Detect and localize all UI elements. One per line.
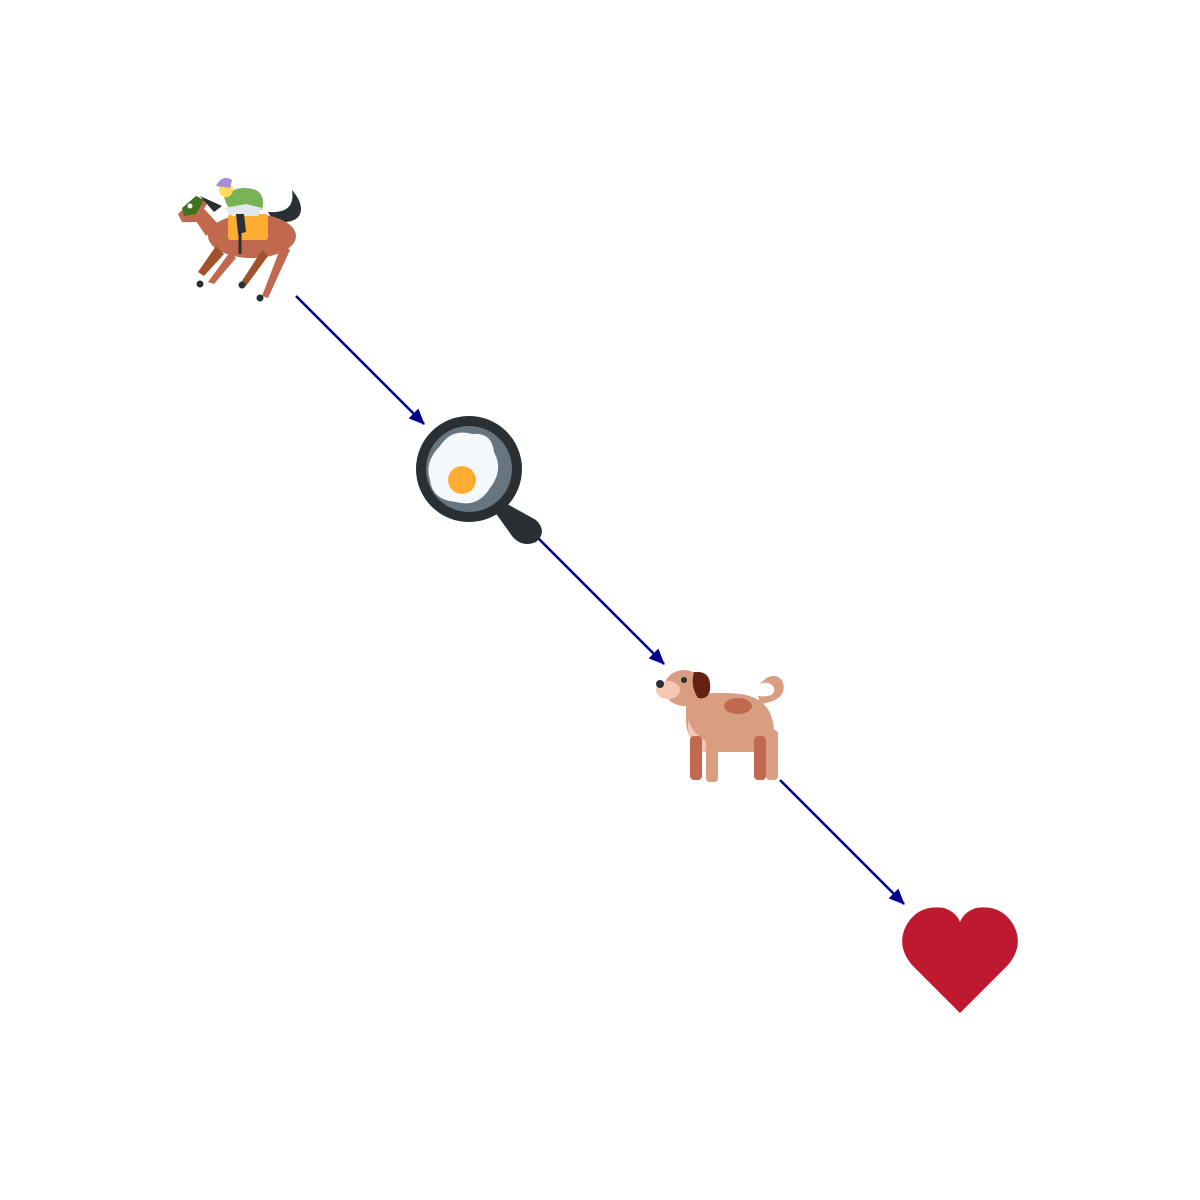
fried-egg-pan-icon: [416, 416, 542, 544]
node-cooking: [416, 416, 542, 544]
red-heart-icon: [902, 907, 1018, 1013]
node-horse-racing: [178, 178, 301, 302]
node-dog: [656, 670, 784, 782]
edges: [295, 295, 905, 905]
edge-dog-to-heart: [779, 779, 905, 905]
edge-pan-to-dog: [537, 537, 665, 665]
horse-racing-icon: [178, 178, 301, 302]
dog-icon: [656, 670, 784, 782]
node-heart: [902, 907, 1018, 1013]
edge-horse-to-pan: [295, 295, 425, 425]
